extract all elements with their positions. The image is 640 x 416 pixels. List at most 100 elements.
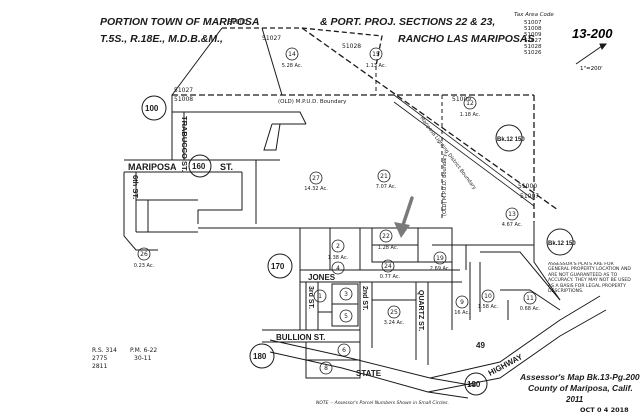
pm-reference: P.M. 6-22 <box>130 347 157 354</box>
tax-area-heading: Tax Area Code <box>514 12 554 18</box>
title-line1-right: & PORT. PROJ. SECTIONS 22 & 23, <box>320 16 495 28</box>
parcel-number: 13 <box>508 211 516 218</box>
parcel-number: 5 <box>344 313 348 320</box>
mariposa-st-label: MARIPOSA <box>128 162 177 172</box>
rs-reference: R.S. 314 <box>92 347 117 354</box>
parcel-number: 19 <box>436 255 444 262</box>
book-circle-100 <box>141 95 167 121</box>
parcel-area: 16 Ac. <box>454 310 470 316</box>
parcel-numbers: 14 15 12 21 27 26 2 22 19 13 24 25 10 11… <box>140 51 534 372</box>
title-line2-right: RANCHO LAS MARIPOSAS <box>398 33 535 45</box>
tax-code-label: 51008 <box>174 96 193 103</box>
book-label: 180 <box>253 352 267 361</box>
book-circle-190 <box>464 372 488 396</box>
parcel-area: 1.38 Ac. <box>328 255 349 261</box>
received-stamp: OCT 0 4 2018 <box>580 406 629 414</box>
parcel-area: 14.32 Ac. <box>304 186 328 192</box>
parcel-number: 1 <box>318 293 322 300</box>
highway-number: 49 <box>476 341 485 350</box>
parcel-number: 9 <box>460 299 464 306</box>
pointer-arrow-icon <box>394 196 414 238</box>
sixth-st-label: 6th ST. <box>131 175 140 199</box>
map-title: PORTION TOWN OF MARIPOSA & PORT. PROJ. S… <box>100 16 535 45</box>
parcel-area: 2.69 Ac. <box>430 266 451 272</box>
mpud-boundary-label: (OLD) M.P.U.D. Boundary <box>278 99 347 105</box>
mpud-boundary-label: (OLD) M.P.U.D. Boundary <box>442 154 448 216</box>
tax-area-code: 51007 <box>524 20 542 26</box>
parcel-area: 7.07 Ac. <box>376 184 397 190</box>
footer-book-page: Assessor's Map Bk.13-Pg.200 <box>519 372 640 382</box>
parcel-areas: 5.28 Ac. 1.13 Ac. 1.18 Ac. 7.07 Ac. 14.3… <box>134 63 541 326</box>
parcel-area: 3.24 Ac. <box>384 320 405 326</box>
tax-area-code: 51026 <box>524 50 542 56</box>
north-arrow-icon <box>575 43 608 65</box>
parcel-number: 25 <box>390 309 398 316</box>
recording-references: R.S. 314 P.M. 6-22 2775 30-11 2811 <box>92 347 157 370</box>
parcel-number: 15 <box>372 51 380 58</box>
map-tax-code-labels: 51000 51028 51027 51027 51008 51009 5100… <box>174 19 539 200</box>
title-line1-left: PORTION TOWN OF MARIPOSA <box>100 16 259 28</box>
quartz-st-label: QUARTZ ST. <box>417 290 424 331</box>
tax-code-label: 51007 <box>520 193 539 200</box>
book-label: Bk.12 150 <box>497 137 525 143</box>
book-page-number: 13-200 <box>572 26 613 41</box>
tax-code-label: 51027 <box>262 35 281 42</box>
state-label: STATE <box>356 369 382 378</box>
parcel-area: 0.68 Ac. <box>520 306 541 312</box>
parcel-number: 6 <box>342 347 346 354</box>
book-circle-170 <box>267 253 293 279</box>
parcel-number: 12 <box>466 100 474 107</box>
adjacent-book-labels: 100 160 170 180 190 Bk.12 150 Bk.12 150 <box>145 104 576 389</box>
parcel-linework <box>123 27 607 399</box>
tax-code-label: 51009 <box>452 96 471 103</box>
parcel-number: 26 <box>140 251 148 258</box>
reference-line2-a: 2775 <box>92 355 107 362</box>
tax-code-label: 51000 <box>518 183 537 190</box>
reference-line3: 2811 <box>92 363 107 370</box>
parcel-number: 27 <box>312 175 320 182</box>
title-line2-left: T.5S., R.18E., M.D.B.&M., <box>100 33 223 45</box>
parcel-number: 2 <box>336 243 340 250</box>
second-st-label: 2nd ST. <box>361 286 368 311</box>
map-scale: 1"=200' <box>580 66 603 72</box>
tax-code-label: 51028 <box>342 43 361 50</box>
tax-area-code: 51009 <box>524 32 542 38</box>
book-circle-bk12-top <box>495 124 523 152</box>
parcel-area: 1.28 Ac. <box>378 245 399 251</box>
parcel-number: 21 <box>380 173 388 180</box>
bullion-st-label: BULLION ST. <box>276 333 325 342</box>
mariposa-st-suffix: ST. <box>220 162 233 172</box>
parcel-number: 22 <box>382 233 390 240</box>
parcel-number-note: NOTE -- Assessor's Parcel Numbers Shown … <box>316 400 449 406</box>
adjacent-book-markers <box>141 95 574 396</box>
footer-county: County of Mariposa, Calif. <box>528 383 633 393</box>
parcel-area: 5.28 Ac. <box>282 63 303 69</box>
footer-year: 2011 <box>565 395 584 404</box>
parcel-area: 4.67 Ac. <box>502 222 523 228</box>
assessor-disclaimer: ASSESSOR'S PLATS ARE FOR GENERAL PROPERT… <box>548 262 631 294</box>
parcel-number: 4 <box>336 265 340 272</box>
parcel-number: 11 <box>526 295 534 302</box>
tax-code-label: 51027 <box>174 87 193 94</box>
parcel-area: 1.18 Ac. <box>460 112 481 118</box>
parcel-number: 14 <box>288 51 296 58</box>
parcel-area: 0.23 Ac. <box>134 263 155 269</box>
tax-area-code: 51027 <box>524 38 542 44</box>
parcel-circles <box>137 47 537 375</box>
parcel-number: 3 <box>344 291 348 298</box>
book-label: Bk.12 150 <box>548 241 576 247</box>
tax-area-code-list: Tax Area Code 51007 51008 51009 51027 51… <box>514 12 554 56</box>
parcel-number: 10 <box>484 293 492 300</box>
parcel-number: 8 <box>324 365 328 372</box>
book-label: 190 <box>467 380 481 389</box>
reference-line2-b: 30-11 <box>134 355 152 362</box>
book-circle-180 <box>249 343 275 369</box>
map-footer: Assessor's Map Bk.13-Pg.200 County of Ma… <box>316 372 640 414</box>
book-circle-160 <box>188 154 212 178</box>
tax-area-code: 51028 <box>524 44 542 50</box>
book-label: 100 <box>145 104 159 113</box>
tax-code-label: 51000 <box>228 19 247 26</box>
trabucco-st-label: TRABUCCO ST. <box>180 116 189 172</box>
parcel-area: 0.77 Ac. <box>380 274 401 280</box>
book-circle-bk12-right <box>546 228 574 256</box>
